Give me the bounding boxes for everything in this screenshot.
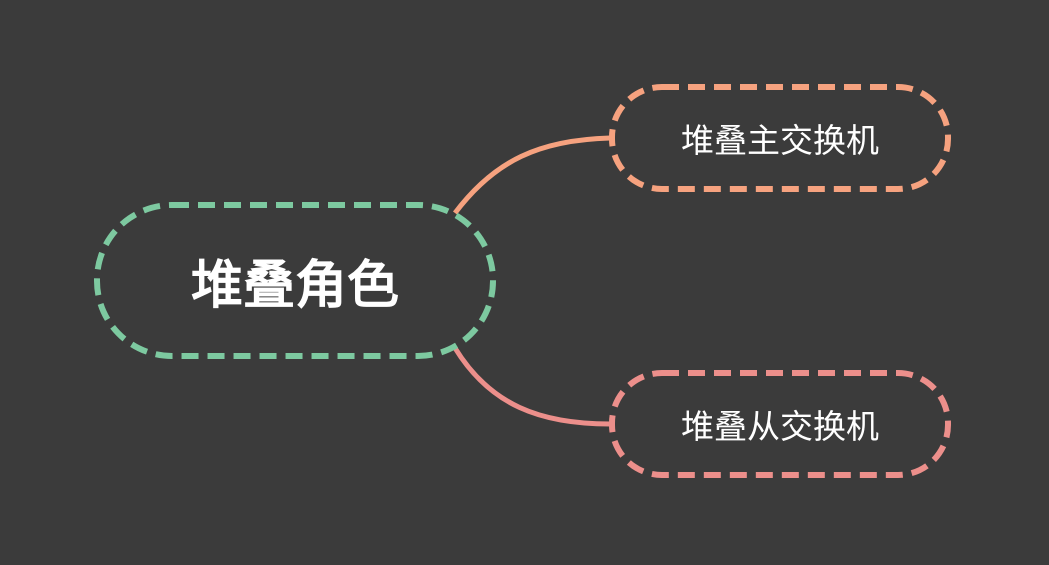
root-node-border bbox=[94, 202, 496, 359]
secondary-node-border bbox=[609, 370, 951, 478]
root-node[interactable]: 堆叠角色 bbox=[190, 256, 399, 316]
connector-root-to-secondary bbox=[452, 346, 611, 427]
connector-root-to-primary bbox=[453, 135, 611, 215]
primary-node-border bbox=[609, 84, 951, 192]
child-node-secondary-switch[interactable]: 堆叠从交换机 bbox=[681, 407, 879, 446]
child-node-primary-switch[interactable]: 堆叠主交换机 bbox=[681, 121, 879, 160]
